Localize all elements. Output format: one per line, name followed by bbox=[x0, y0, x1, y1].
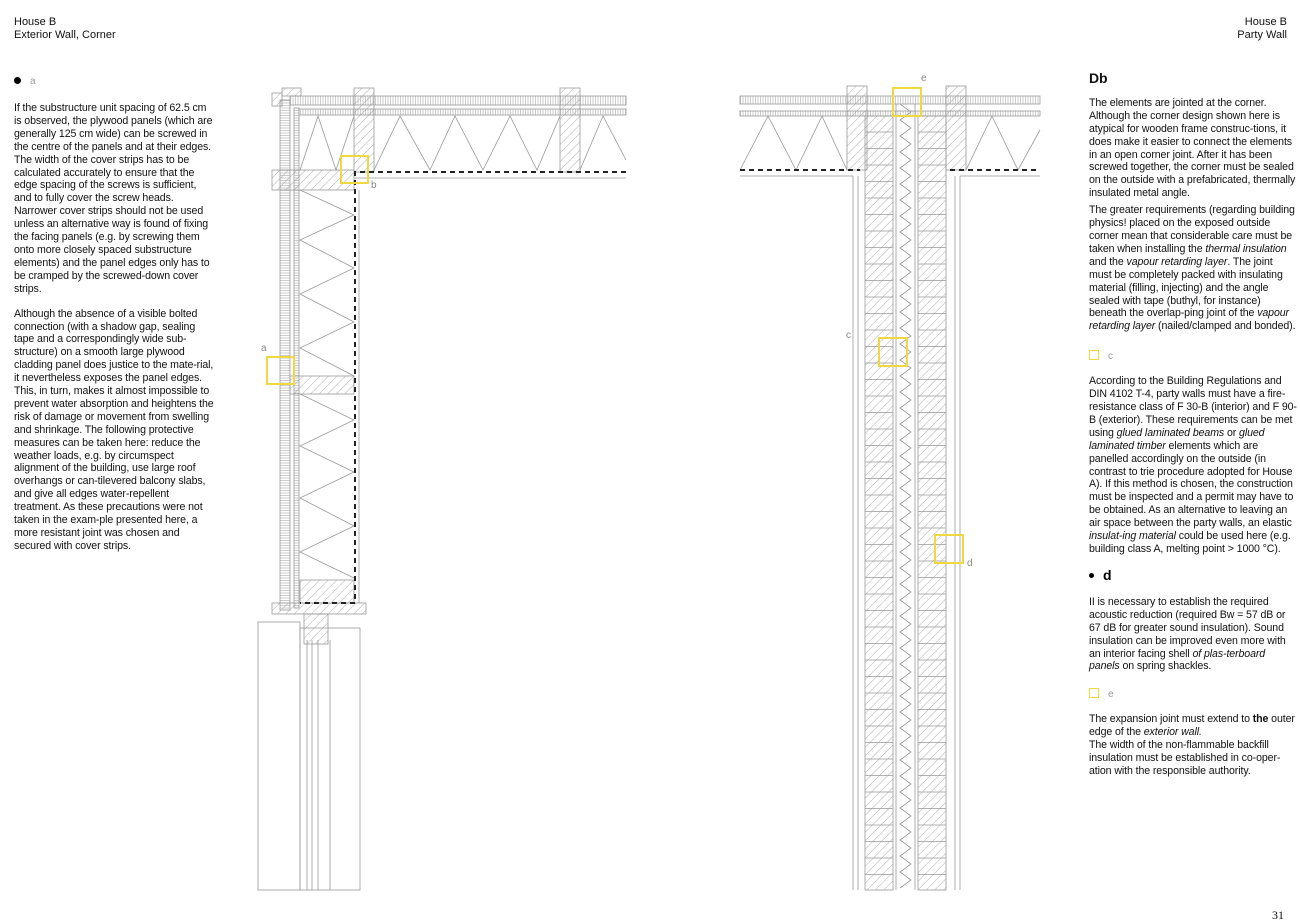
corner-detail-drawing bbox=[257, 87, 627, 891]
highlight-box-b bbox=[340, 155, 369, 184]
term: glued laminated beams bbox=[1116, 426, 1225, 439]
paragraph: Although the absence of a visible bolted… bbox=[14, 307, 214, 552]
text: II is necessary to establish the require… bbox=[1089, 595, 1286, 660]
highlight-box-c bbox=[878, 337, 908, 367]
page-number: 31 bbox=[1272, 908, 1284, 922]
highlight-box-a bbox=[266, 356, 295, 385]
text: The width of the non-flammable backfill … bbox=[1089, 739, 1281, 777]
text: The expansion joint must extend to bbox=[1089, 713, 1253, 726]
text: on spring shackles. bbox=[1119, 660, 1212, 673]
highlight-boxes bbox=[266, 87, 964, 564]
marker-d: d bbox=[1089, 568, 1297, 584]
header-right: House B Party Wall bbox=[1237, 16, 1287, 42]
highlight-box-d bbox=[934, 534, 964, 564]
drawing-label-e: e bbox=[921, 73, 927, 84]
term: vapour retarding layer bbox=[1089, 307, 1289, 333]
text: or bbox=[1224, 426, 1240, 439]
party-wall-joints bbox=[865, 103, 946, 889]
text-bold: the bbox=[1252, 713, 1269, 726]
text: outer edge of the bbox=[1089, 713, 1295, 739]
drawing-label-c: c bbox=[846, 330, 851, 341]
term: thermal insulation bbox=[1205, 242, 1287, 255]
paragraph: The greater requirements (regarding buil… bbox=[1089, 204, 1297, 333]
bullet-icon bbox=[14, 76, 21, 84]
header-right-title: House B bbox=[1244, 16, 1287, 28]
text: elements which are panelled accordingly … bbox=[1089, 439, 1294, 530]
text: According to the Building Regulations an… bbox=[1089, 375, 1297, 439]
header-left-subtitle: Exterior Wall, Corner bbox=[14, 29, 116, 41]
text: The greater requirements (regarding buil… bbox=[1089, 204, 1295, 255]
text: . The joint must be completely packed wi… bbox=[1089, 255, 1283, 320]
drawing-label-a: a bbox=[261, 343, 267, 354]
marker-c: c bbox=[1089, 347, 1297, 363]
marker-letter: a bbox=[30, 75, 36, 87]
term: vapour retarding layer bbox=[1126, 255, 1228, 268]
marker-letter: d bbox=[1103, 567, 1112, 584]
highlight-square-icon bbox=[1089, 350, 1099, 361]
header-right-subtitle: Party Wall bbox=[1237, 29, 1287, 41]
left-text-column: a If the substructure unit spacing of 62… bbox=[14, 72, 216, 565]
text: could be used here (e.g. building class … bbox=[1089, 530, 1291, 555]
marker-letter: c bbox=[1108, 350, 1113, 362]
vapour-retarding-layer-line bbox=[300, 171, 626, 604]
drawing-label-d: d bbox=[967, 558, 973, 569]
drawing-label-b: b bbox=[371, 180, 377, 191]
text: (nailed/clamped and bonded). bbox=[1155, 320, 1296, 333]
marker-letter: e bbox=[1108, 688, 1114, 700]
text: and the bbox=[1089, 255, 1127, 268]
marker-e: e bbox=[1089, 685, 1297, 701]
term: glued laminated timber bbox=[1089, 426, 1265, 452]
bullet-icon bbox=[1089, 573, 1094, 579]
paragraph: According to the Building Regulations an… bbox=[1089, 375, 1297, 556]
term: exterior wall. bbox=[1143, 726, 1202, 739]
right-text-column: Db The elements are jointed at the corne… bbox=[1089, 70, 1297, 782]
highlight-square-icon bbox=[1089, 688, 1099, 699]
paragraph: The elements are jointed at the corner. … bbox=[1089, 96, 1296, 200]
section-heading: Db bbox=[1089, 70, 1108, 86]
marker-a: a bbox=[14, 72, 216, 88]
party-wall-drawing bbox=[739, 85, 1041, 891]
highlight-box-e bbox=[892, 87, 922, 117]
term: of plas-terboard panels bbox=[1089, 647, 1266, 673]
header-left-title: House B bbox=[14, 16, 57, 28]
paragraph: II is necessary to establish the require… bbox=[1089, 596, 1297, 673]
term: insulat-ing material bbox=[1089, 530, 1176, 543]
header-left: House B Exterior Wall, Corner bbox=[14, 16, 116, 42]
paragraph: The expansion joint must extend to the o… bbox=[1089, 713, 1297, 778]
paragraph: If the substructure unit spacing of 62.5… bbox=[14, 102, 213, 295]
